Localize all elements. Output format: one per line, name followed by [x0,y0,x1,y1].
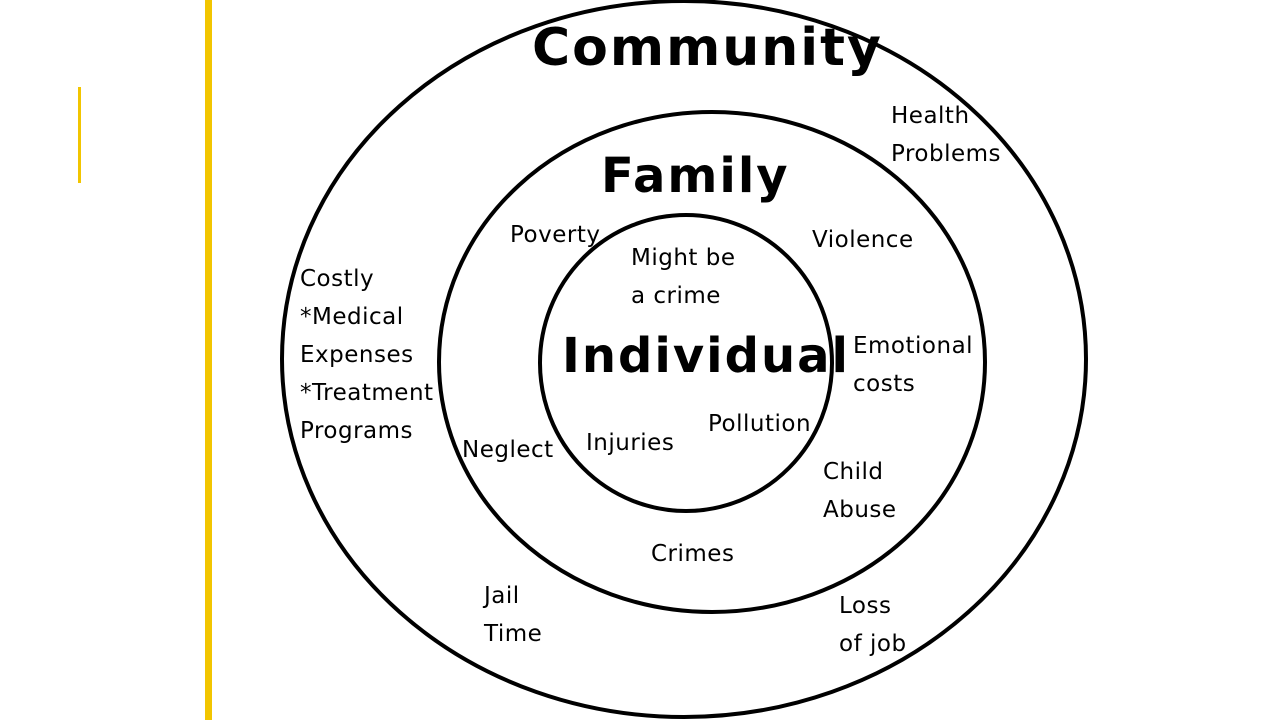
label-loss-of-job: Loss of job [839,593,907,657]
community-ring [280,0,1088,719]
label-jail-time: Jail Time [484,583,543,647]
label-neglect: Neglect [462,437,554,463]
community-heading: Community [532,18,883,78]
family-ring [437,110,987,614]
individual-heading: Individual [562,328,850,384]
accent-mark [78,87,81,183]
label-costly: Costly *Medical Expenses *Treatment Prog… [300,266,434,444]
label-child-abuse: Child Abuse [823,459,897,523]
label-crimes: Crimes [651,541,735,567]
family-heading: Family [601,148,790,204]
label-pollution: Pollution [708,411,812,437]
label-injuries: Injuries [586,430,675,456]
label-health-problems: Health Problems [891,103,1002,167]
label-might-be-a-crime: Might be a crime [631,245,736,309]
accent-bar [205,0,212,720]
label-emotional-costs: Emotional costs [853,333,974,397]
label-violence: Violence [812,227,914,253]
label-poverty: Poverty [510,222,601,248]
individual-ring [538,213,834,513]
